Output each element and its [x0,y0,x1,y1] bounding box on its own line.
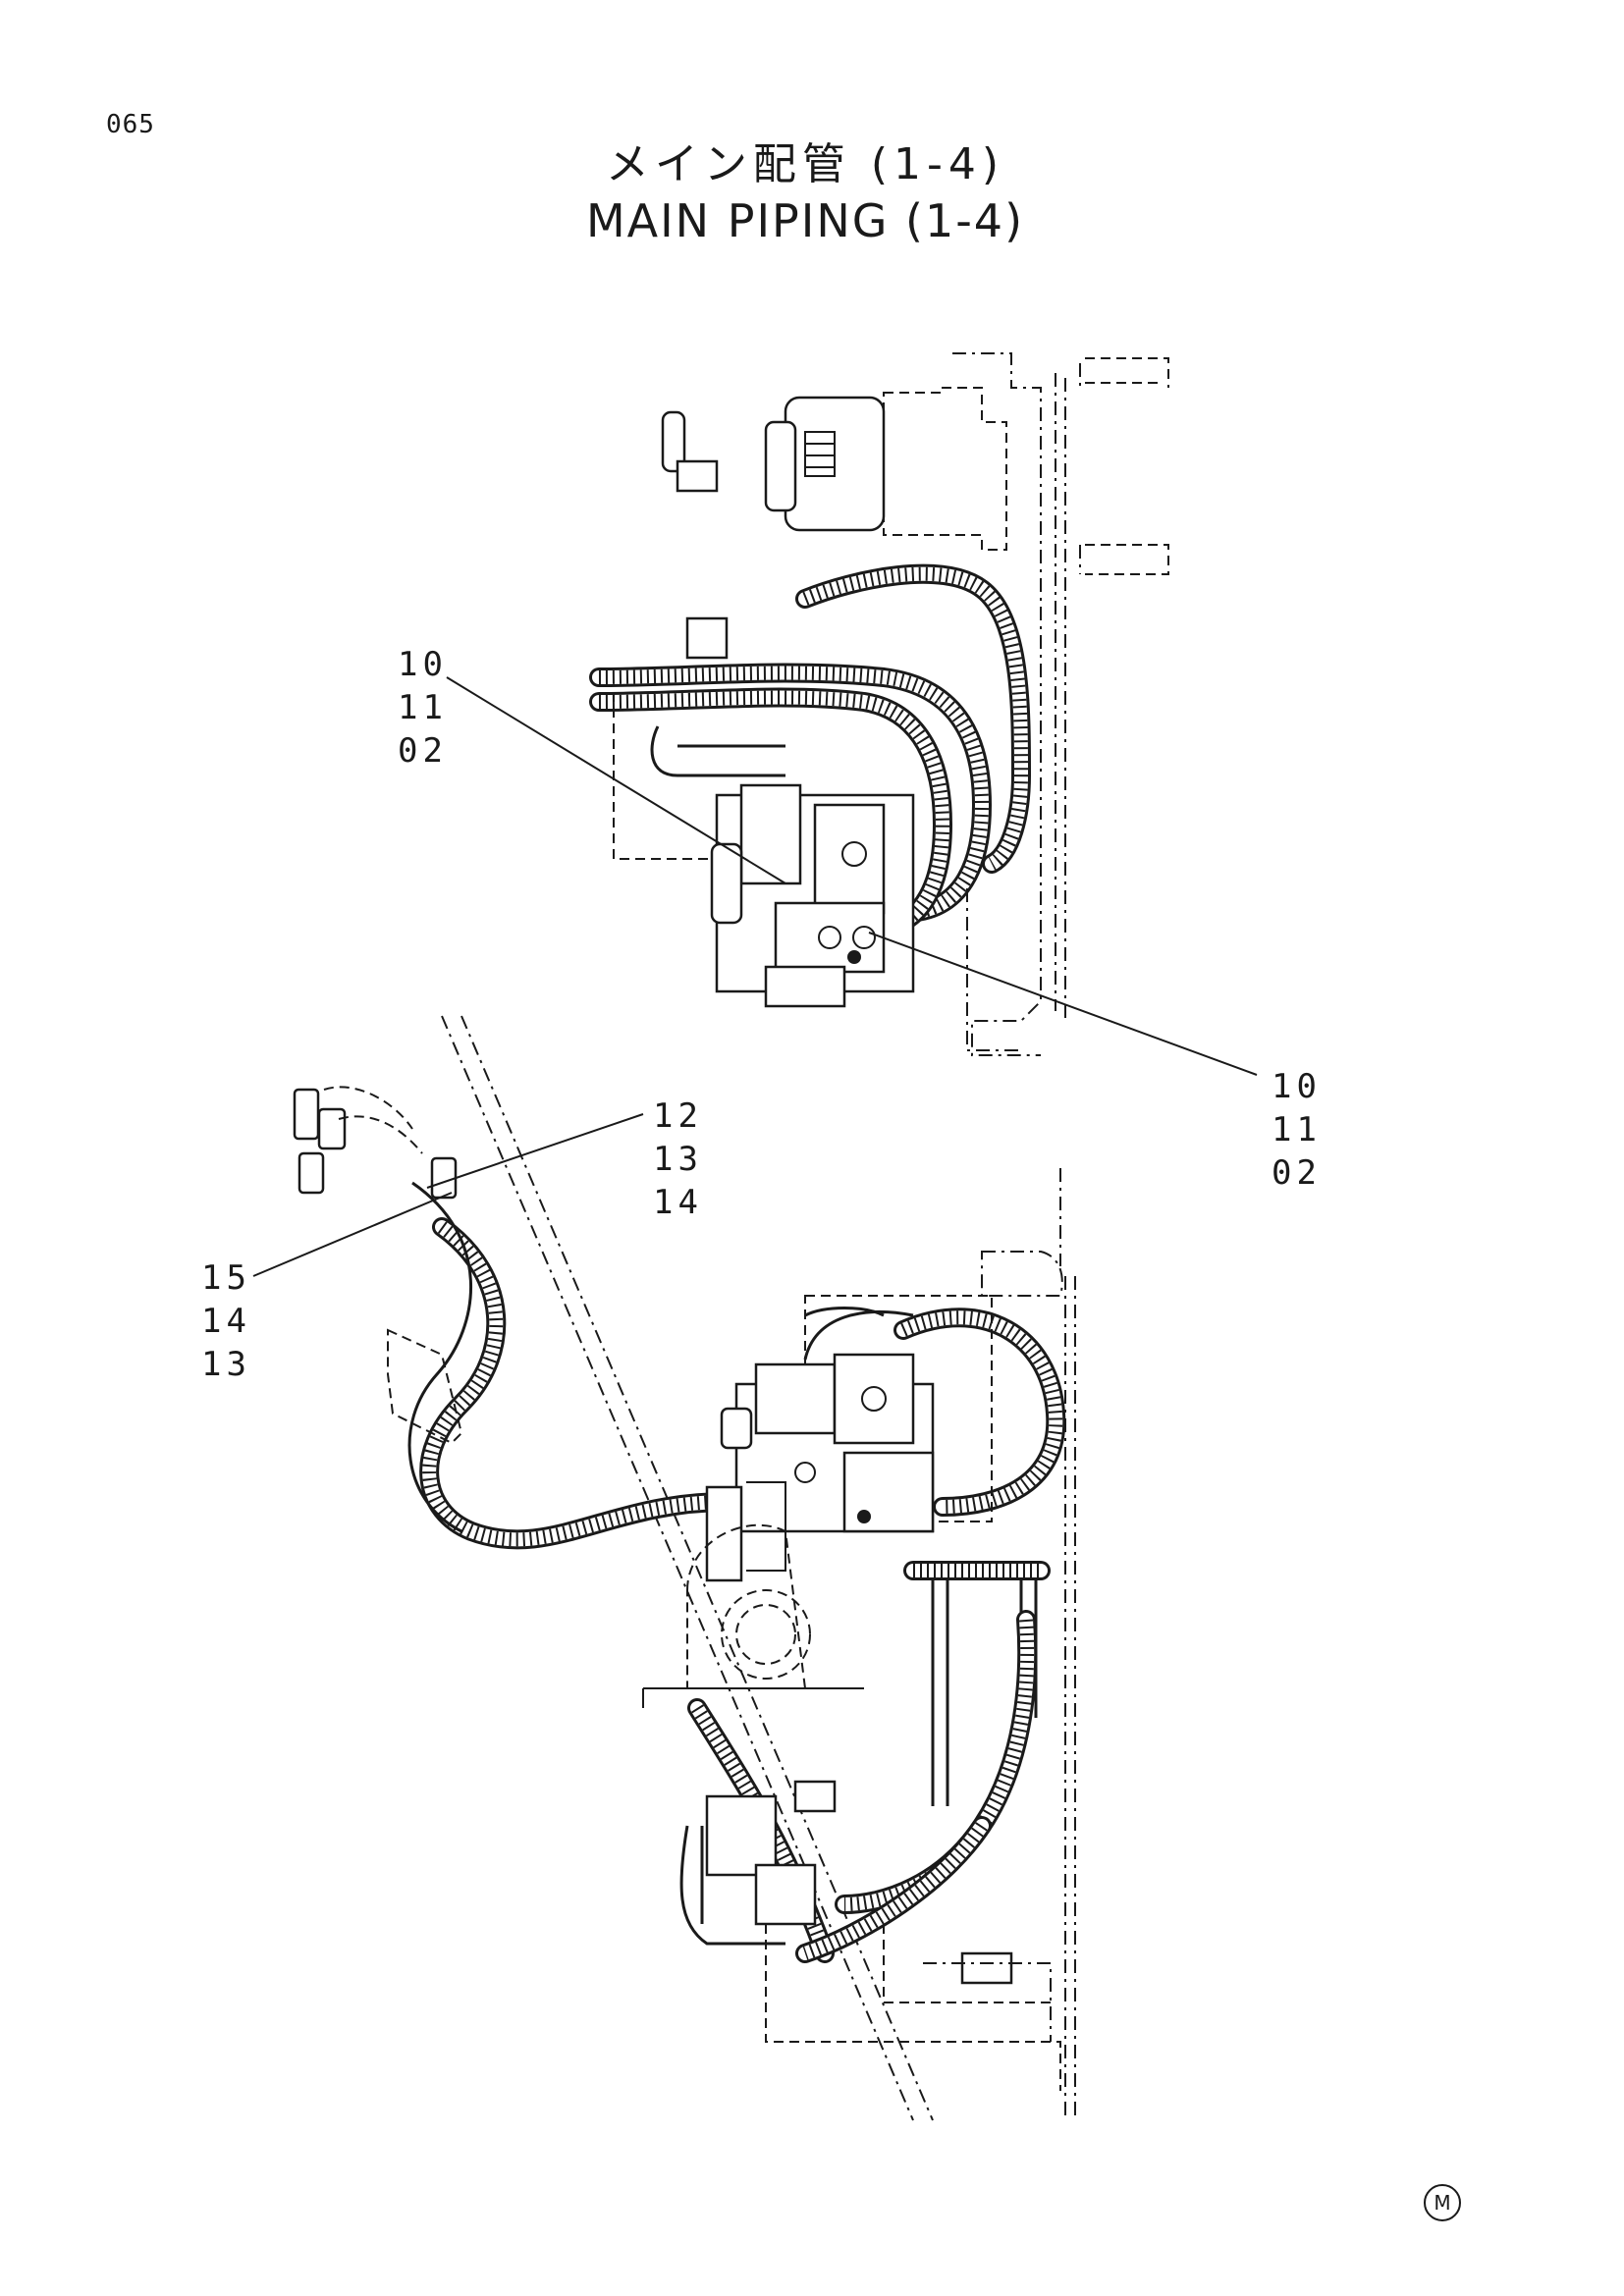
callout-item: 10 [1272,1067,1322,1106]
leader-upper-left [446,676,786,884]
leader-lines [252,676,1258,1277]
control-valve-section-2 [813,803,886,915]
title-block: メイン配管 (1-4) MAIN PIPING (1-4) [0,137,1571,249]
callout-item: 14 [653,1183,703,1222]
leader-upper-right [868,932,1258,1076]
lower-assembly [293,1015,1076,2121]
lower-valve-section-1 [754,1362,837,1435]
lower-bottom-block [754,1863,817,1926]
lower-valve-port-1 [861,1386,887,1412]
upper-bracket-top [1085,357,1169,388]
callout-item: 11 [398,688,448,727]
lower-valve-plug [857,1510,871,1523]
pump-cap [764,420,797,512]
lower-right-fitting [960,1951,1013,1985]
flywheel-circle-inner [735,1604,796,1665]
lower-filter-cap [793,1780,837,1813]
pump-detail [804,431,836,477]
manufacturer-mark: M [1424,2184,1461,2221]
lower-vertical-pipe-1 [931,1571,949,1806]
lower-frame-right [1059,1168,1076,2120]
callout-item: 14 [201,1302,251,1341]
lower-bottom-outline [765,1924,1061,2091]
upper-fitting-1 [661,410,686,473]
upper-bracket-mid [1085,544,1169,575]
callout-item: 13 [201,1345,251,1384]
callout-item: 02 [398,731,448,771]
callout-item: 10 [398,645,448,684]
valve-port-3 [852,926,876,949]
callout-item: 12 [653,1096,703,1136]
control-valve-side [710,842,743,925]
valve-bottom [764,965,846,1008]
lower-valve-side [720,1407,753,1450]
upper-frame-outline-right [1055,363,1081,1021]
lower-hose-s-2 [407,1181,472,1533]
valve-mount-outline [613,692,722,860]
valve-plug [847,950,861,964]
valve-port-2 [818,926,841,949]
pump-detail-lines [805,443,835,468]
lower-filter [705,1794,778,1877]
lower-frame-corner [981,1251,1063,1297]
lower-bottom-pipe [679,1825,785,1946]
callout-item: 11 [1272,1110,1322,1149]
callout-lower-left: 15 14 13 [201,1256,251,1386]
leader-lower-left [252,1192,453,1277]
upper-frame-lower [966,888,1021,1051]
title-english: MAIN PIPING (1-4) [585,194,1025,247]
engine-body-outline [883,387,1007,551]
upper-pipe-loop [650,725,785,777]
flywheel-housing [686,1523,807,1689]
leader-middle [426,1113,644,1189]
callout-item: 02 [1272,1153,1322,1193]
callout-item: 15 [201,1258,251,1298]
control-valve-section-1 [739,783,802,885]
lower-valve-section-2 [833,1353,915,1445]
callout-item: 13 [653,1140,703,1179]
housing-base-line [642,1687,864,1708]
callout-upper-left: 10 11 02 [398,643,448,773]
page-number: 065 [106,110,155,139]
lower-valve-section-3 [842,1451,935,1533]
valve-port-1 [841,841,867,867]
lower-dashed-component [387,1328,463,1445]
lower-frame-base [923,1962,1052,2042]
lower-valve-port-2 [794,1462,816,1483]
upper-fitting-2 [676,459,719,493]
lower-valve-outline [804,1295,993,1522]
lower-hose-right [835,1610,1038,1914]
lower-left-fittings [293,1086,458,1200]
callout-middle: 12 13 14 [653,1095,703,1224]
lower-pipe-loop [803,1307,914,1361]
title-japanese: メイン配管 (1-4) [605,139,1005,189]
control-valve-section-3 [774,901,886,974]
upper-fitting-3 [685,616,729,660]
lower-mount-detail [746,1481,786,1572]
callout-upper-right: 10 11 02 [1272,1065,1322,1195]
upper-assembly [589,352,1169,1056]
upper-frame-outline [952,352,1042,1056]
flywheel-circle-outer [721,1589,811,1680]
